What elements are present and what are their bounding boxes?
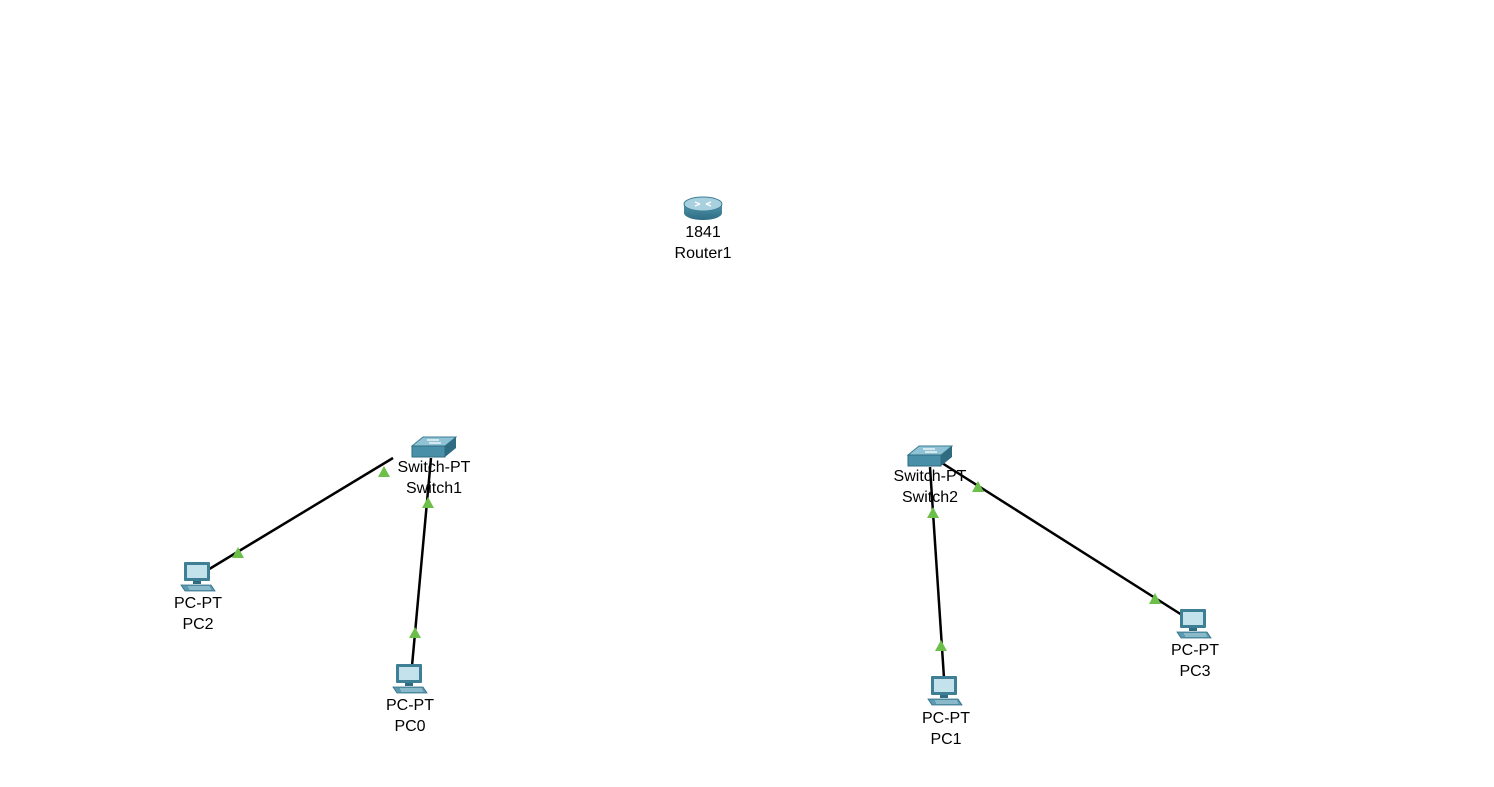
router1-model: 1841 [685,224,721,241]
switch-icon[interactable] [906,444,954,468]
pc2-label: PC-PT PC2 [174,593,222,635]
switch1-model: Switch-PT [397,459,471,476]
router1-name: Router1 [674,245,732,262]
pc1-model: PC-PT [922,710,970,727]
link-status-up-icon [378,466,390,477]
pc-icon[interactable] [1176,608,1212,640]
pc0-name: PC0 [394,718,426,735]
link-status-up-icon [422,497,434,508]
switch2-name: Switch2 [901,489,959,506]
pc2-model: PC-PT [174,595,222,612]
pc-icon[interactable] [927,675,963,707]
switch2-label: Switch-PT Switch2 [894,466,967,508]
pc0-label: PC-PT PC0 [386,695,434,737]
switch1-name: Switch1 [405,480,463,497]
link-status-up-icon [927,507,939,518]
link-status-up-icon [409,627,421,638]
pc3-label: PC-PT PC3 [1171,640,1219,682]
link-status-up-icon [972,481,984,492]
pc3-name: PC3 [1179,663,1211,680]
pc2-name: PC2 [182,616,214,633]
pc3-model: PC-PT [1171,642,1219,659]
pc0-model: PC-PT [386,697,434,714]
pc1-name: PC1 [930,731,962,748]
switch1-label: Switch-PT Switch1 [398,457,471,499]
switch-icon[interactable] [410,435,458,459]
link-switch1-pc2[interactable] [205,456,394,573]
link-status-up-icon [1149,593,1161,604]
link-status-up-icon [232,547,244,558]
pc1-label: PC-PT PC1 [922,708,970,750]
router-icon[interactable] [683,196,723,222]
link-indicators-layer [232,466,1161,651]
link-status-up-icon [935,640,947,651]
pc-icon[interactable] [180,561,216,593]
pc-icon[interactable] [392,663,428,695]
switch2-model: Switch-PT [893,468,967,485]
links-layer [205,456,1183,679]
router1-label: 1841 Router1 [675,222,732,264]
